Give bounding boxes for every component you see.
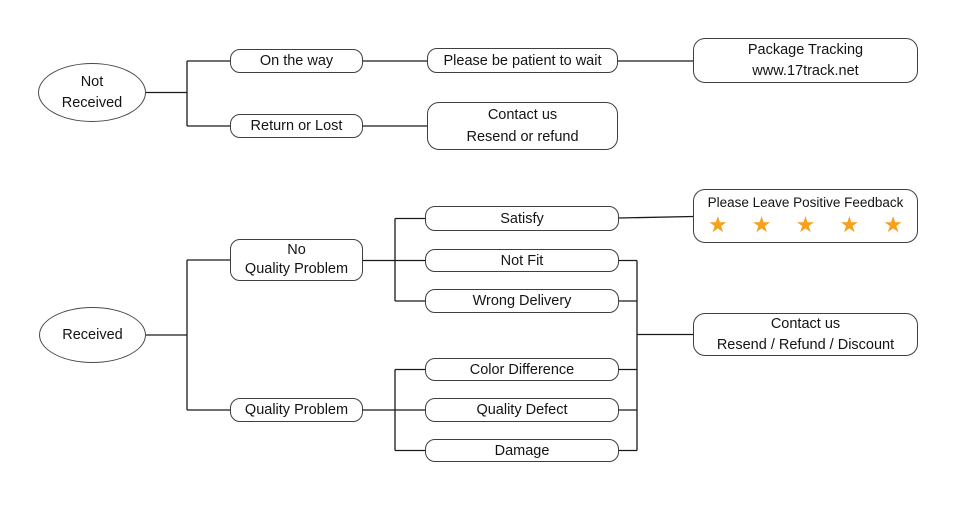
node-contact-us-resend-refund-discount: Contact us Resend / Refund / Discount xyxy=(693,313,918,356)
node-contact-us-resend-refund: Contact us Resend or refund xyxy=(427,102,618,150)
node-quality-problem: Quality Problem xyxy=(230,398,363,422)
node-no-quality-problem: No Quality Problem xyxy=(230,239,363,281)
feedback-title: Please Leave Positive Feedback xyxy=(707,195,904,210)
node-on-the-way: On the way xyxy=(230,49,363,73)
node-return-or-lost: Return or Lost xyxy=(230,114,363,138)
node-color-difference: Color Difference xyxy=(425,358,619,381)
node-damage: Damage xyxy=(425,439,619,462)
node-package-tracking: Package Tracking www.17track.net xyxy=(693,38,918,83)
five-star-rating-icon: ★ ★ ★ ★ ★ xyxy=(707,212,913,237)
edge-satisfy-feedback xyxy=(618,215,694,219)
node-satisfy: Satisfy xyxy=(425,206,619,231)
node-received: Received xyxy=(39,307,146,363)
node-quality-defect: Quality Defect xyxy=(425,398,619,422)
node-not-received: Not Received xyxy=(38,63,146,122)
node-positive-feedback: Please Leave Positive Feedback ★ ★ ★ ★ ★ xyxy=(693,189,918,243)
node-please-be-patient: Please be patient to wait xyxy=(427,48,618,73)
node-wrong-delivery: Wrong Delivery xyxy=(425,289,619,313)
node-not-fit: Not Fit xyxy=(425,249,619,272)
